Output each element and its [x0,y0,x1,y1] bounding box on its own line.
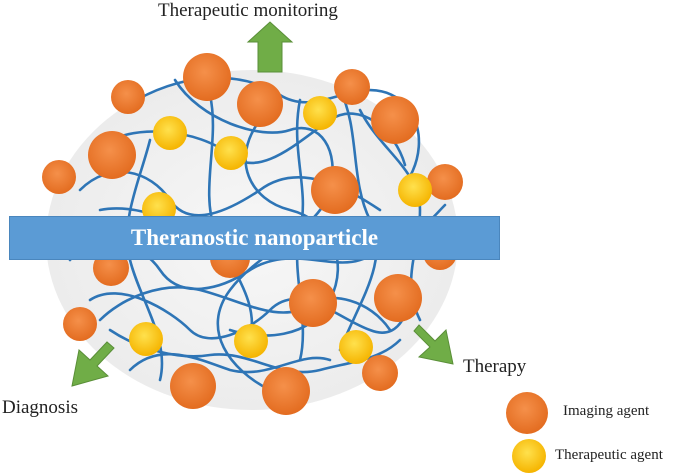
imaging-agent [88,131,136,179]
imaging-agents [42,53,463,415]
legend-therapeutic-swatch [512,439,546,473]
arrow-down-left-icon [71,341,115,387]
imaging-agent [111,80,145,114]
imaging-agent [311,166,359,214]
therapeutic-agent [303,96,337,130]
banner-title: Theranostic nanoparticle [130,225,379,250]
therapeutic-agent [339,330,373,364]
legend-label-imaging: Imaging agent [563,403,650,419]
arrow-up-icon [246,21,294,73]
imaging-agent [334,69,370,105]
imaging-agent [289,279,337,327]
imaging-agent [42,160,76,194]
imaging-agent [427,164,463,200]
legend-imaging-swatch [506,392,548,434]
imaging-agent [374,274,422,322]
therapeutic-agent [153,116,187,150]
imaging-agent [237,81,283,127]
imaging-agent [262,367,310,415]
legend-label-therapeutic: Therapeutic agent [555,447,663,463]
imaging-agent [170,363,216,409]
arrow-down-right-icon [413,324,454,365]
imaging-agent [63,307,97,341]
therapeutic-agent [398,173,432,207]
therapeutic-agents [129,96,432,364]
therapeutic-agent [234,324,268,358]
label-therapy: Therapy [463,356,527,377]
imaging-agent [183,53,231,101]
label-diagnosis: Diagnosis [2,397,78,418]
imaging-agent [371,96,419,144]
therapeutic-agent [129,322,163,356]
therapeutic-agent [214,136,248,170]
label-therapeutic-monitoring: Therapeutic monitoring [158,0,338,21]
title-banner: Theranostic nanoparticle [9,216,500,260]
imaging-agent [362,355,398,391]
